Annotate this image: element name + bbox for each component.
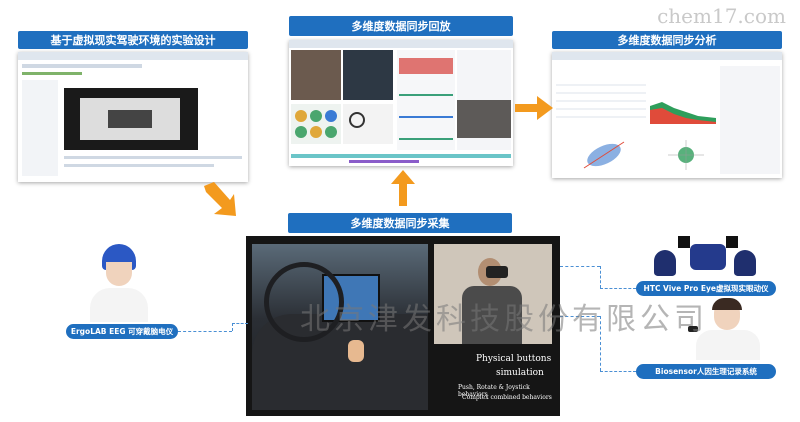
analysis-toolbar — [552, 52, 782, 60]
analysis-side-panel — [720, 66, 780, 174]
playback-signal-green — [399, 128, 453, 140]
arrow-collection-to-playback — [391, 170, 415, 206]
eeg-topomap — [325, 126, 337, 138]
vr-cockpit-view — [252, 244, 428, 410]
analysis-area-svg — [650, 102, 716, 124]
design-sidebar — [22, 80, 58, 176]
playback-video-1 — [291, 50, 341, 100]
playback-video-3 — [457, 100, 511, 138]
eeg-connector — [232, 323, 233, 331]
analysis-table — [556, 78, 646, 122]
vr-connector — [560, 266, 600, 267]
arrow-playback-to-analysis — [515, 96, 553, 120]
simulation-caption-line2: simulation — [496, 368, 544, 378]
vr-connector — [600, 288, 636, 289]
eeg-topomap — [295, 110, 307, 122]
design-scene-view — [64, 88, 198, 150]
eeg-wearer-shirt — [90, 288, 148, 322]
vr-device-label: HTC Vive Pro Eye虚拟现实眼动仪 — [636, 281, 776, 296]
biosensor-connector — [600, 316, 601, 371]
eeg-topomap — [310, 110, 322, 122]
analysis-area-chart — [650, 100, 716, 124]
steering-wheel — [264, 262, 344, 342]
vr-base-station-icon — [726, 236, 738, 248]
collection-scene: Physical buttons simulation Push, Rotate… — [246, 236, 560, 416]
analysis-scatter-svg — [668, 140, 704, 170]
operator-photo — [434, 244, 552, 344]
eeg-topomap — [310, 126, 322, 138]
site-watermark: chem17.com — [657, 4, 786, 28]
operator-body — [462, 286, 522, 344]
analysis-scatter-svg — [583, 141, 625, 169]
simulation-caption-line1: Physical buttons — [476, 354, 552, 364]
biosensor-device-label: Biosensor人因生理记录系统 — [636, 364, 776, 379]
arrow-design-to-collection — [204, 182, 236, 216]
design-tab-row — [22, 64, 142, 68]
vr-controller-icon — [734, 250, 756, 276]
vr-headset-product — [650, 236, 758, 280]
analysis-panel-title: 多维度数据同步分析 — [552, 31, 782, 49]
vr-connector — [600, 266, 601, 288]
design-toolbar — [18, 52, 248, 60]
biosensor-wearer — [686, 298, 770, 360]
analysis-scatter-1 — [582, 140, 626, 170]
eeg-topomap — [295, 126, 307, 138]
vr-base-station-icon — [678, 236, 690, 248]
playback-signal-green — [399, 84, 453, 96]
eeg-topomap — [325, 110, 337, 122]
playback-video-2 — [343, 50, 393, 100]
analysis-scatter-2 — [668, 140, 704, 170]
eeg-wearer-face — [106, 262, 132, 286]
simulation-caption-line3: Push, Rotate & Joystick behaviors — [458, 384, 530, 398]
playback-eeg-maps — [291, 104, 341, 144]
design-timeline — [64, 164, 214, 167]
playback-signal-blue — [399, 106, 453, 118]
biosensor-connector — [560, 316, 600, 317]
playback-timeline — [291, 154, 511, 158]
eeg-connector — [232, 323, 248, 324]
eeg-connector — [178, 331, 232, 332]
vr-headset-icon — [486, 266, 508, 278]
design-tab-row — [22, 72, 82, 75]
playback-signal-red — [399, 58, 453, 74]
design-scene-slide — [80, 98, 180, 140]
eeg-device-label: ErgoLAB EEG 可穿戴脑电仪 — [66, 324, 178, 339]
design-screenshot — [18, 52, 248, 182]
biosensor-wearer-shirt — [696, 330, 760, 360]
playback-panel-title: 多维度数据同步回放 — [289, 16, 513, 36]
simulation-caption-line4: Complex combined behaviors — [462, 394, 552, 401]
eeg-wearer — [86, 240, 152, 322]
biosensor-wearer-hair — [712, 298, 742, 310]
design-timeline — [64, 156, 242, 159]
cockpit-hand — [348, 340, 364, 362]
playback-screenshot — [289, 40, 513, 166]
collection-panel-title: 多维度数据同步采集 — [288, 213, 512, 233]
vr-controller-icon — [654, 250, 676, 276]
design-panel-title: 基于虚拟现实驾驶环境的实验设计 — [18, 31, 248, 49]
playback-steering-panel — [343, 104, 393, 144]
playback-toolbar — [289, 40, 513, 48]
company-watermark: 北京津发科技股份有限公司 — [300, 302, 708, 337]
biosensor-connector — [600, 371, 636, 372]
playback-signal-panel — [397, 50, 455, 150]
biosensor-wristband-icon — [688, 326, 698, 332]
design-scene-inner — [108, 110, 152, 128]
steering-wheel-icon — [349, 112, 365, 128]
vr-headset-icon — [690, 244, 726, 270]
playback-timeline-cursor — [349, 160, 419, 163]
analysis-screenshot — [552, 52, 782, 178]
